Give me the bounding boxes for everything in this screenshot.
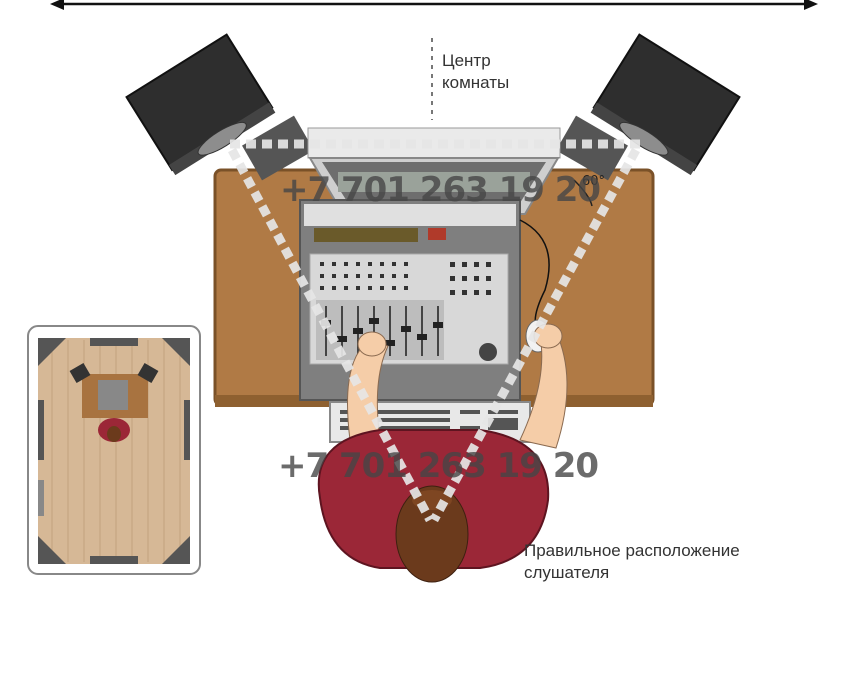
room-plan-thumbnail — [27, 325, 201, 575]
center-label-line1: Центр — [442, 51, 491, 70]
watermark-bottom: +7 701 263 19 20 — [278, 446, 599, 486]
listener-icon — [317, 323, 568, 583]
angle-label: 60° — [582, 174, 606, 189]
listener-label-line2: слушателя — [524, 563, 610, 582]
listening-triangle — [228, 139, 640, 523]
center-label-line2: комнаты — [442, 73, 510, 92]
speaker-left-icon — [125, 33, 276, 176]
watermark-top: +7 701 263 19 20 — [280, 170, 601, 210]
angle-arc — [573, 179, 593, 207]
speaker-right-icon — [590, 33, 741, 176]
mixer-console-icon — [299, 199, 521, 401]
width-arrow-icon — [50, 0, 818, 10]
listener-label-line1: Правильное расположение — [524, 541, 740, 560]
